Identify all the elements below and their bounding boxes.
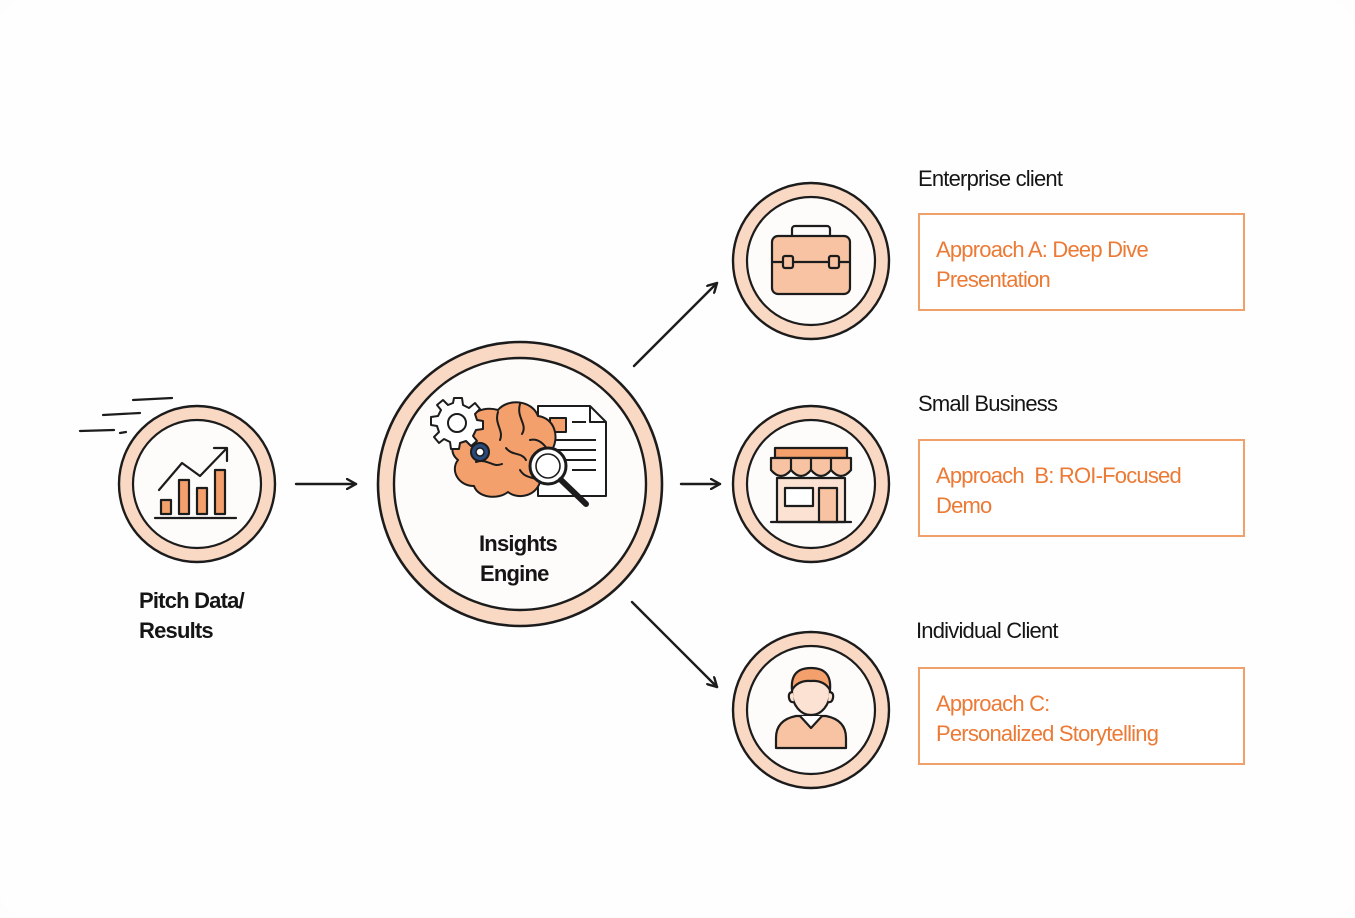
source-label-line2: Results (139, 618, 214, 643)
brain-gears-magnifier-icon (430, 397, 607, 507)
segment-title-small-business: Small Business (918, 391, 1058, 416)
source-label: Pitch Data/ Results (139, 586, 245, 646)
arrow-to-individual (630, 600, 719, 689)
engine-label-line1: Insights (479, 531, 558, 556)
approach-a-line2: Presentation (936, 267, 1051, 292)
bar-chart-icon (153, 446, 238, 520)
approach-box-c: Approach C: Personalized Storytelling (918, 667, 1245, 765)
approach-a-line1: Approach A: Deep Dive (936, 237, 1149, 262)
segment-title-individual: Individual Client (916, 618, 1059, 643)
approach-c-line1: Approach C: (936, 691, 1050, 716)
storefront-icon (769, 446, 853, 524)
engine-node (376, 340, 664, 628)
enterprise-node (731, 181, 891, 341)
approach-b-line2: Demo (936, 493, 992, 518)
engine-label-line2: Engine (480, 561, 549, 586)
approach-b-line1: Approach B: ROI-Focused (936, 463, 1182, 488)
small-business-node (731, 404, 891, 564)
approach-c-line2: Personalized Storytelling (936, 721, 1159, 746)
source-label-line1: Pitch Data/ (139, 588, 245, 613)
approach-box-a: Approach A: Deep Dive Presentation (918, 213, 1245, 311)
source-node (78, 396, 277, 564)
individual-node (731, 630, 891, 790)
segment-title-enterprise: Enterprise client (918, 166, 1063, 191)
speed-lines (78, 396, 174, 435)
arrow-to-enterprise (632, 281, 719, 368)
engine-label: Insights Engine (479, 529, 558, 589)
approach-box-b: Approach B: ROI-Focused Demo (918, 439, 1245, 537)
person-icon (774, 666, 848, 750)
briefcase-icon (770, 224, 852, 296)
